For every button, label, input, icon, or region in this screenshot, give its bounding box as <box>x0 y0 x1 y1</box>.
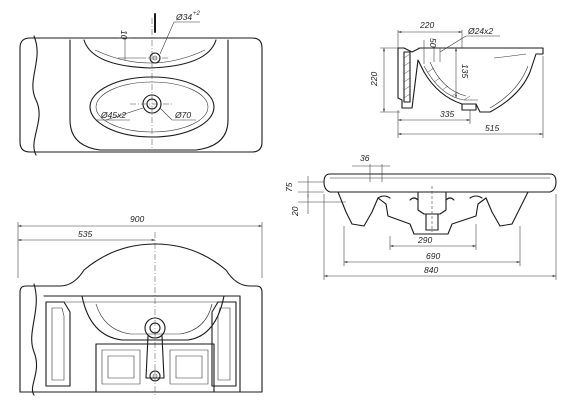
top-view-tap-platform <box>83 39 217 69</box>
dim-drain-outer: Ø45x2 <box>100 110 126 120</box>
front-view: 36 75 20 290 690 840 <box>284 153 557 280</box>
bottom-drain <box>144 317 166 339</box>
dim-bottom-535: 535 <box>78 229 92 239</box>
dim-front-290: 290 <box>417 235 432 245</box>
dim-front-840: 840 <box>424 265 438 275</box>
dim-hole-top-tolerance: +2 <box>193 11 201 17</box>
dim-10: 10 <box>119 30 129 40</box>
bottom-view: 900 535 <box>17 214 263 396</box>
front-view-bowl <box>337 191 529 235</box>
dim-front-36: 36 <box>360 153 370 163</box>
dim-side-hole: Ø24x2 <box>467 26 493 36</box>
dim-side-335: 335 <box>440 109 454 119</box>
dim-side-135: 135 <box>460 64 470 78</box>
top-view-bowl-rim <box>69 39 229 151</box>
top-view: 10 Ø34 +2 Ø45x2 Ø70 <box>19 11 263 156</box>
bottom-mount-hole <box>149 370 161 382</box>
dim-bottom-900: 900 <box>130 214 144 224</box>
side-section-outline <box>397 47 544 113</box>
side-section: 220 220 50 Ø24x2 135 335 515 <box>369 20 544 138</box>
front-view-top-slab <box>323 173 557 193</box>
dim-side-220-width: 220 <box>419 20 434 30</box>
bottom-view-outline <box>19 243 263 393</box>
top-view-break-line <box>32 35 40 156</box>
dim-hole-top: Ø34 <box>175 12 192 22</box>
dim-drain-inner: Ø70 <box>174 110 191 120</box>
dim-side-50: 50 <box>428 38 438 48</box>
dim-side-515: 515 <box>485 123 499 133</box>
dim-front-75: 75 <box>284 182 294 192</box>
dim-front-690: 690 <box>426 251 440 261</box>
top-view-outline <box>19 37 263 153</box>
dim-front-20: 20 <box>290 206 300 217</box>
dim-side-220-height: 220 <box>369 72 379 87</box>
